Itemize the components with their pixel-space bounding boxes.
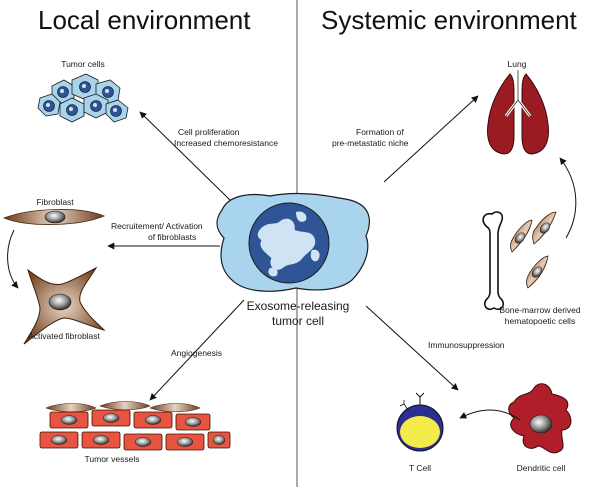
niche-label-line1: Formation of — [356, 127, 404, 137]
tumor-cells-label: Tumor cells — [61, 59, 105, 69]
immunosuppression-label: Immunosuppression — [428, 340, 505, 350]
recruitment-label-line1: Recruitement/ Activation — [111, 221, 203, 231]
activated-fibroblast-cell — [23, 266, 106, 345]
bone-marrow-cells — [510, 211, 557, 289]
dendritic-cell — [508, 383, 572, 454]
t-cell-label: T Cell — [408, 463, 432, 473]
tumor-cells-cluster — [37, 73, 129, 123]
proliferation-label-line2: Increased chemoresistance — [174, 138, 278, 148]
center-cell-label-line1: Exosome-releasing — [246, 299, 350, 313]
systemic-environment-heading: Systemic environment — [321, 5, 577, 35]
dendritic-to-tcell-arrow — [459, 409, 521, 421]
niche-label-line2: pre-metastatic niche — [332, 138, 409, 148]
lung-label: Lung — [507, 59, 527, 69]
recruitment-label-line2: of fibroblasts — [148, 232, 197, 242]
fibroblast-cell — [2, 209, 106, 225]
bone-marrow-label-line1: Bone-marrow derived — [499, 305, 581, 315]
dendritic-cell-label: Dendritic cell — [516, 463, 566, 473]
fibroblast-label: Fibroblast — [36, 197, 74, 207]
arrow-to-tumor-cells — [139, 111, 231, 201]
tumor-vessels — [39, 401, 231, 451]
local-environment-heading: Local environment — [38, 5, 251, 35]
bone-marrow-to-lung-arrow — [559, 157, 577, 239]
angiogenesis-label: Angiogenesis — [171, 348, 223, 358]
arrow-to-immune — [365, 305, 459, 391]
bone-marrow-label-line2: hematopoetic cells — [504, 316, 576, 326]
proliferation-label-line1: Cell proliferation — [178, 127, 240, 137]
lung-organ — [487, 70, 549, 155]
arrow-to-lung — [383, 95, 479, 183]
fibroblast-activation-arrow — [7, 229, 19, 289]
exosome-releasing-tumor-cell — [216, 192, 370, 292]
bone-icon — [482, 211, 505, 311]
tumor-vessels-label: Tumor vessels — [84, 454, 140, 464]
t-cell — [396, 392, 444, 452]
center-cell-label-line2: tumor cell — [271, 314, 325, 328]
activated-fibroblast-label: Activated fibroblast — [28, 331, 100, 341]
arrow-to-tumor-vessels — [149, 299, 245, 401]
